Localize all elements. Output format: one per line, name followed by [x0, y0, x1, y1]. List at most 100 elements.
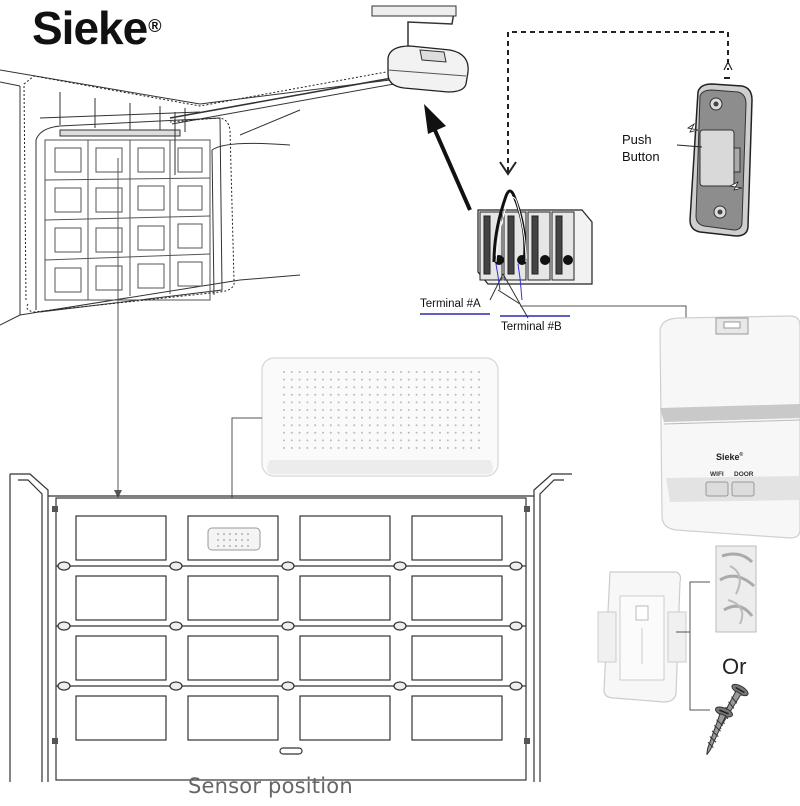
perforation-dot: [345, 386, 348, 389]
sensor-leader-line: [231, 417, 262, 528]
perforation-dot: [353, 447, 356, 449]
perforation-dot: [462, 416, 465, 419]
perforation-dot: [329, 401, 332, 404]
perforation-dot: [439, 447, 441, 449]
perforation-dot: [322, 378, 324, 381]
perforation-dot: [392, 371, 395, 373]
perforation-dot: [376, 447, 379, 449]
perforation-dot: [384, 439, 387, 442]
perforation-dot: [283, 431, 285, 434]
perforation-dot: [470, 378, 473, 381]
perforation-dot: [345, 447, 348, 449]
perforation-dot: [478, 378, 480, 381]
perforation-dot: [329, 371, 332, 373]
perforation-dot: [298, 378, 301, 381]
perforation-dot: [439, 386, 441, 389]
perforation-dot: [407, 378, 410, 381]
perforation-dot: [400, 424, 402, 427]
perforation-dot: [415, 424, 418, 427]
perforation-dot: [361, 378, 363, 381]
perforation-dot: [446, 378, 449, 381]
brand-name: Sieke: [32, 2, 148, 54]
perforation-dot: [446, 424, 449, 427]
perforation-dot: [431, 378, 434, 381]
signal-dashed-line: [507, 31, 729, 172]
door-sensor-small-icon: [207, 527, 261, 551]
push-label-line2: Button: [622, 149, 660, 164]
perforation-dot: [478, 401, 480, 404]
or-label: Or: [722, 654, 747, 679]
perforation-dot: [446, 431, 449, 434]
perforation-dot: [392, 409, 395, 411]
perforation-dot: [376, 386, 379, 389]
perforation-dot: [298, 409, 301, 411]
perforation-dot: [423, 371, 426, 373]
perforation-dot: [298, 401, 301, 404]
perforation-dot: [314, 401, 317, 404]
perforation-dot: [306, 401, 309, 404]
perforation-dot: [384, 393, 387, 396]
perforation-dot: [353, 439, 356, 442]
perforation-dot: [478, 431, 480, 434]
perforation-dot: [290, 424, 293, 427]
perforation-dot: [361, 447, 363, 449]
perforation-dot: [439, 401, 441, 404]
perforation-dot: [478, 386, 480, 389]
perforation-dot: [329, 416, 332, 419]
perforation-dot: [454, 393, 457, 396]
perforation-dot: [470, 431, 473, 434]
perforation-dot: [298, 447, 301, 449]
sensor-position-caption: Sensor position: [188, 774, 353, 798]
perforation-dot: [462, 431, 465, 434]
perforation-dot: [353, 409, 356, 411]
perforation-dot: [415, 409, 418, 411]
perforation-dot: [400, 371, 402, 373]
perforation-dot: [423, 386, 426, 389]
controller-door-label: DOOR: [734, 471, 754, 478]
perforation-dot: [376, 416, 379, 419]
perforation-dot: [423, 431, 426, 434]
perforation-dot: [329, 378, 332, 381]
perforation-dot: [283, 401, 285, 404]
perforation-dot: [470, 371, 473, 373]
perforation-dot: [337, 416, 340, 419]
perforation-dot: [392, 378, 395, 381]
perforation-dot: [345, 431, 348, 434]
perforation-dot: [392, 393, 395, 396]
perforation-dot: [376, 401, 379, 404]
perforation-dot: [407, 393, 410, 396]
arrow-to-motor: [432, 127, 472, 211]
perforation-dot: [368, 409, 371, 411]
perforation-dot: [368, 431, 371, 434]
perforation-dot: [314, 409, 317, 411]
perforation-dot: [337, 393, 340, 396]
perforation-dot: [407, 371, 410, 373]
perforation-dot: [329, 424, 332, 427]
perforation-dot: [431, 439, 434, 442]
perforation-dot: [454, 401, 457, 404]
perforation-dot: [478, 439, 480, 442]
perforation-dot: [361, 431, 363, 434]
perforation-dot: [353, 393, 356, 396]
perforation-dot: [298, 393, 301, 396]
perforation-dot: [431, 424, 434, 427]
perforation-dot: [298, 416, 301, 419]
perforation-dot: [470, 401, 473, 404]
perforation-dot: [345, 409, 348, 411]
perforation-dot: [407, 401, 410, 404]
perforation-dot: [478, 416, 480, 419]
perforation-dot: [322, 371, 324, 373]
mounting-bracket-icon: [597, 571, 687, 703]
perforation-dot: [454, 439, 457, 442]
perforation-dot: [337, 386, 340, 389]
perforation-dot: [478, 371, 480, 373]
perforation-dot: [368, 393, 371, 396]
perforation-dot: [290, 416, 293, 419]
perforation-dot: [368, 416, 371, 419]
perforation-dot: [423, 439, 426, 442]
down-arrowhead-icon: [499, 161, 517, 176]
perforation-dot: [368, 447, 371, 449]
perforation-dot: [376, 431, 379, 434]
perforation-dot: [306, 431, 309, 434]
